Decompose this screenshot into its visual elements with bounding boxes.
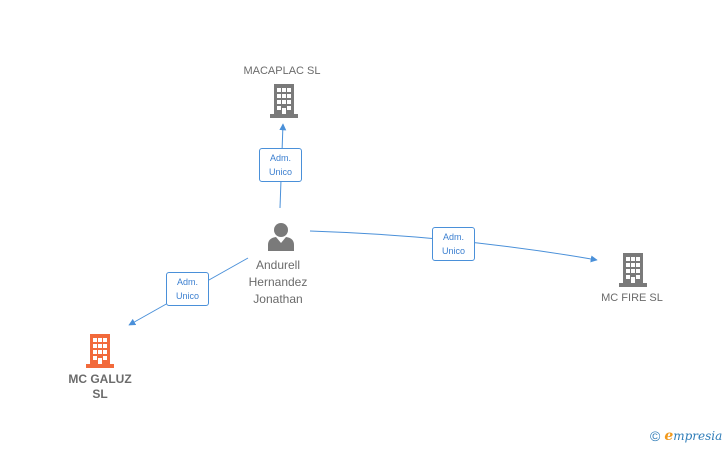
empresia-watermark: © empresia — [650, 428, 722, 444]
brand-logo: empresia — [664, 428, 723, 444]
node-label-mcfire[interactable]: MC FIRE SL — [601, 292, 663, 304]
node-label-person[interactable]: Andurell Hernandez Jonathan — [248, 258, 308, 306]
building-icon[interactable] — [619, 253, 647, 287]
node-label-macaplac[interactable]: MACAPLAC SL — [243, 65, 321, 77]
person-icon[interactable] — [266, 221, 296, 251]
copyright-icon: © — [650, 428, 661, 444]
building-icon[interactable] — [86, 334, 114, 368]
edge-label-macaplac: Adm. Unico — [259, 148, 302, 182]
building-icon[interactable] — [270, 84, 298, 118]
node-label-mcgaluz[interactable]: MC GALUZ SL — [68, 372, 132, 401]
edge-label-mcgaluz: Adm. Unico — [166, 272, 209, 306]
edge-label-mcfire: Adm. Unico — [432, 227, 475, 261]
